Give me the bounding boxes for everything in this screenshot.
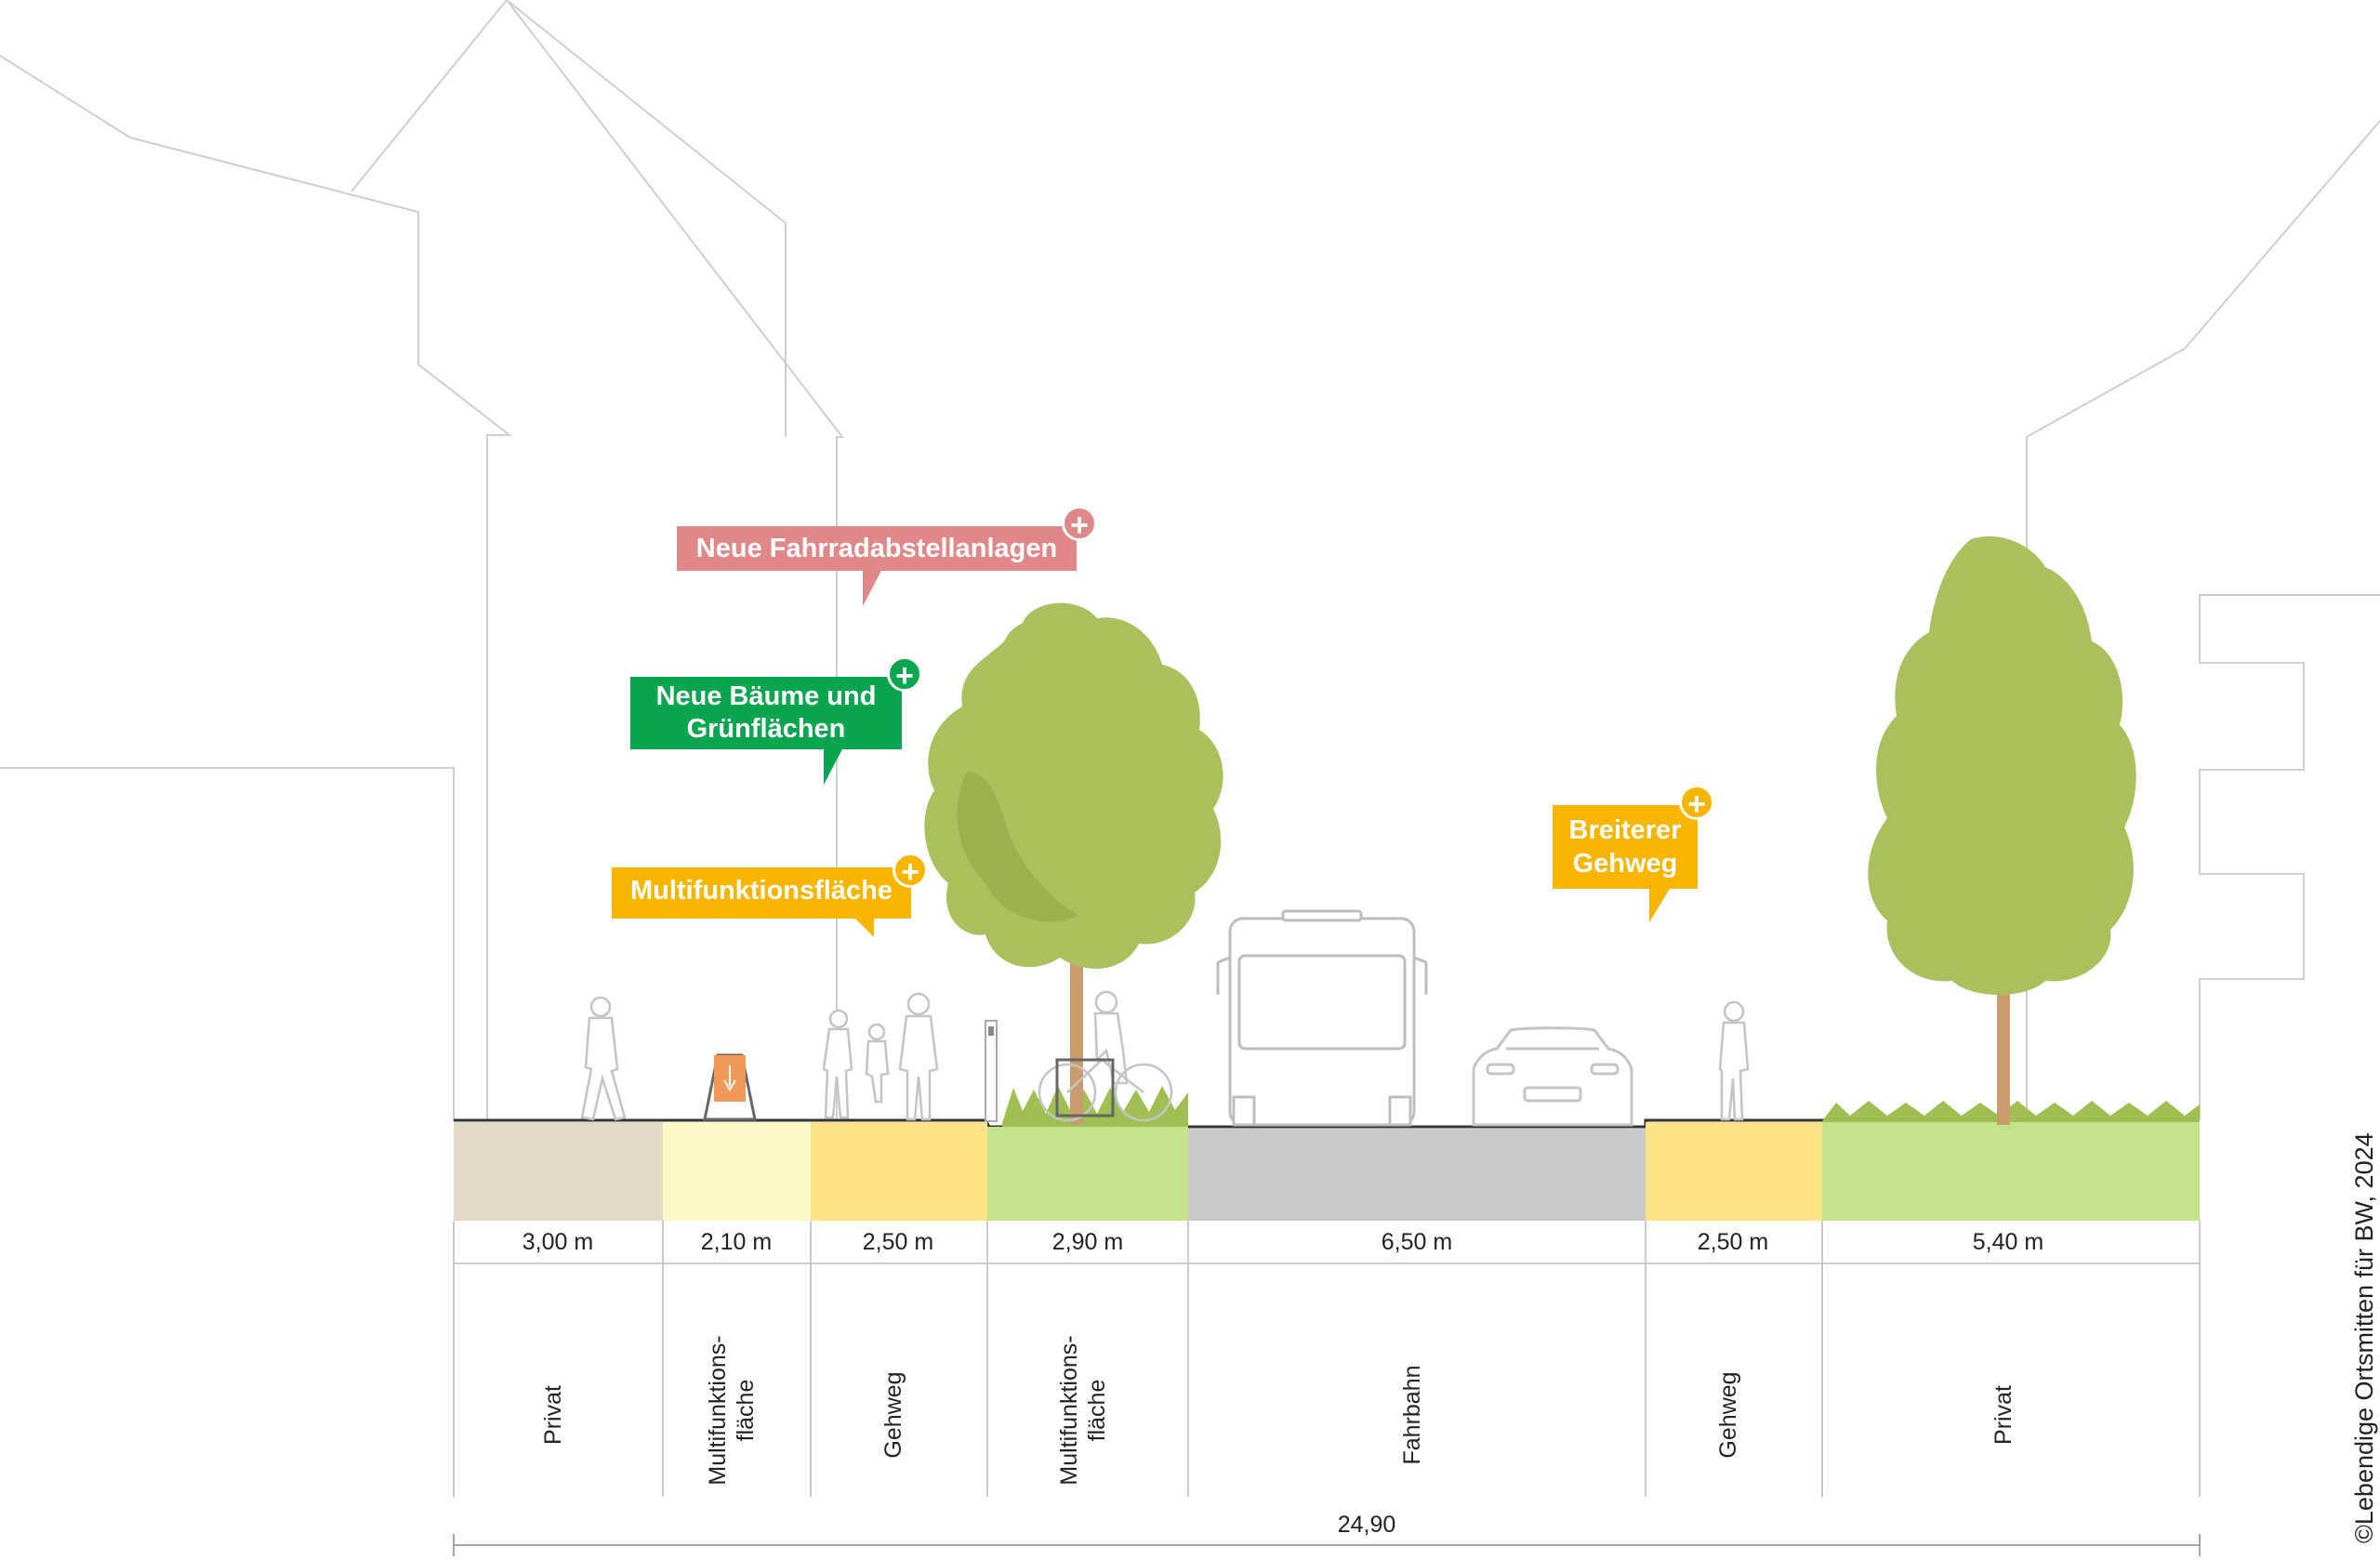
surface-sidewalk-right bbox=[1646, 1122, 1822, 1221]
segment-label-road: Fahrbahn bbox=[1399, 1365, 1425, 1465]
width-label-multi-left: 2,10 m bbox=[700, 1229, 773, 1255]
segment-label-private-right: Privat bbox=[1990, 1385, 2016, 1445]
surface-green-right bbox=[1822, 1122, 2200, 1221]
sign-board bbox=[703, 1053, 757, 1121]
callout-bike-parking: Neue Fahrradabstellanlagen + bbox=[677, 506, 1097, 606]
surface-multi-left bbox=[663, 1122, 811, 1221]
pedestrian-1 bbox=[580, 996, 627, 1121]
callout-bike-parking-tail bbox=[863, 571, 881, 606]
callout-trees-text: Neue Bäume und Grünflächen bbox=[655, 681, 877, 744]
car bbox=[1472, 1026, 1633, 1127]
pedestrian-right bbox=[1718, 1000, 1750, 1121]
segment-label-multi-left: Multifunktions- fläche bbox=[705, 1335, 759, 1486]
width-label-private-right: 5,40 m bbox=[1972, 1229, 2044, 1255]
building-outlines bbox=[0, 0, 2380, 1120]
callout-multi: Multifunktionsfläche + bbox=[612, 853, 928, 937]
callout-multi-tail bbox=[855, 919, 874, 937]
surface-private-left bbox=[454, 1122, 663, 1221]
segment-label-sidewalk-right: Gehweg bbox=[1715, 1371, 1741, 1459]
grass bbox=[1002, 1086, 2200, 1127]
plus-icon: + bbox=[1679, 785, 1714, 821]
segment-label-green-multi: Multifunktions- fläche bbox=[1056, 1335, 1110, 1486]
charging-post bbox=[985, 1020, 998, 1122]
bus bbox=[1216, 909, 1428, 1127]
plus-icon: + bbox=[887, 656, 922, 693]
surface-green-multi bbox=[987, 1127, 1188, 1221]
tree-left bbox=[924, 602, 1223, 1125]
plus-icon: + bbox=[892, 853, 928, 889]
total-width-label: 24,90 bbox=[1337, 1512, 1396, 1538]
width-label-road: 6,50 m bbox=[1381, 1229, 1453, 1255]
callout-sidewalk-tail bbox=[1649, 889, 1670, 922]
dimension-lines bbox=[453, 1221, 2201, 1556]
callout-bike-parking-text: Neue Fahrradabstellanlagen bbox=[695, 534, 1058, 563]
bike-stand bbox=[1055, 1058, 1115, 1117]
segment-label-sidewalk-left: Gehweg bbox=[880, 1371, 906, 1459]
surface-sidewalk-left bbox=[811, 1122, 987, 1221]
callout-sidewalk: Breiterer Gehweg + bbox=[1553, 785, 1714, 922]
plus-icon: + bbox=[1062, 506, 1097, 542]
width-label-green-multi: 2,90 m bbox=[1051, 1229, 1124, 1255]
callout-multi-text: Multifunktionsfläche bbox=[630, 876, 892, 906]
callout-trees: Neue Bäume und Grünflächen + bbox=[630, 656, 922, 785]
width-label-private-left: 3,00 m bbox=[522, 1229, 594, 1255]
callout-trees-tail bbox=[824, 749, 842, 785]
width-label-sidewalk-left: 2,50 m bbox=[862, 1229, 934, 1255]
surface-road bbox=[1188, 1129, 1646, 1221]
tree-right bbox=[1868, 535, 2136, 1125]
callout-sidewalk-text: Breiterer Gehweg bbox=[1568, 815, 1682, 879]
segment-label-private-left: Privat bbox=[540, 1385, 566, 1445]
copyright-text: ©Lebendige Ortsmitten für BW, 2024 bbox=[2350, 1132, 2378, 1543]
width-label-sidewalk-right: 2,50 m bbox=[1697, 1229, 1769, 1255]
pedestrian-group bbox=[822, 992, 939, 1121]
